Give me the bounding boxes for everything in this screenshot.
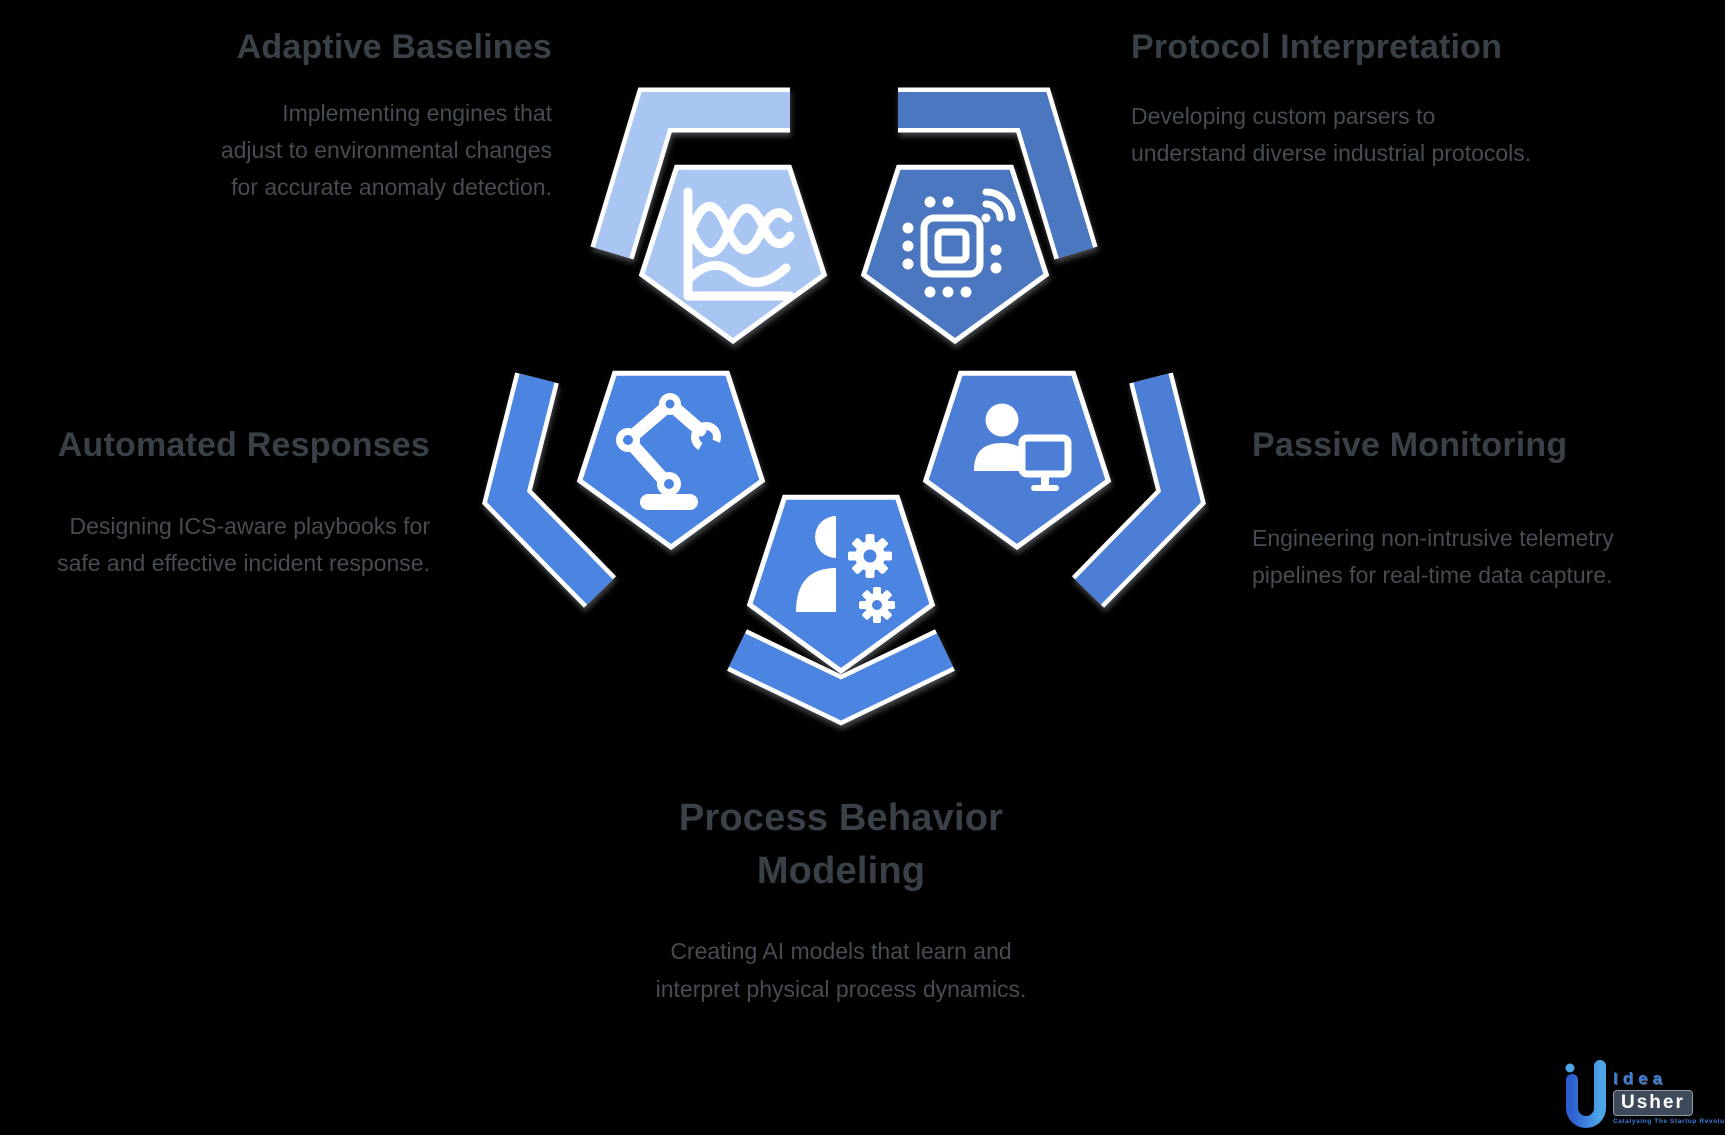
feature-automated-responses: Automated Responses Designing ICS-aware … [10, 424, 430, 582]
process-behavior-modeling-title: Process Behavior Modeling [678, 797, 1004, 892]
feature-process-behavior-modeling: Process Behavior Modeling Creating AI mo… [591, 792, 1091, 1008]
feature-adaptive-baselines: Adaptive Baselines Implementing engines … [120, 26, 552, 206]
band-middle-left [487, 373, 613, 605]
pentagon-adaptive-baselines [638, 164, 828, 345]
pentagon-ring-bands [482, 87, 1206, 726]
protocol-interpretation-description: Developing custom parsers to understand … [1131, 103, 1532, 166]
logo-u-icon [1565, 1060, 1606, 1128]
pentagon-shape [576, 370, 766, 551]
process-behavior-modeling-description: Creating AI models that learn and interp… [655, 938, 1027, 1002]
passive-monitoring-description: Engineering non-intrusive telemetry pipe… [1252, 525, 1614, 588]
pentagon-shape [746, 494, 936, 675]
logo-tagline: Catalysing The Startup Revolution [1613, 1118, 1725, 1125]
adaptive-baselines-description: Implementing engines that adjust to envi… [220, 100, 552, 200]
pentagon-process-behavior-modeling [746, 494, 936, 675]
line-chart-icon [683, 187, 795, 301]
automated-responses-title: Automated Responses [57, 426, 430, 464]
band-bottom-chevron [728, 633, 954, 721]
automated-responses-description: Designing ICS-aware playbooks for safe a… [57, 513, 430, 576]
pentagon-protocol-interpretation [860, 164, 1050, 345]
protocol-interpretation-title: Protocol Interpretation [1131, 28, 1503, 66]
band-top-right [898, 92, 1094, 259]
feature-passive-monitoring: Passive Monitoring Engineering non-intru… [1252, 424, 1672, 594]
logo-text: Idea Usher Catalysing The Startup Revolu… [1613, 1060, 1725, 1125]
wifi-signal-icon [981, 188, 1016, 223]
pentagon-automated-responses [576, 370, 766, 551]
logo-word-idea: Idea [1613, 1069, 1668, 1088]
feature-protocol-interpretation: Protocol Interpretation Developing custo… [1131, 26, 1571, 172]
operator-monitor-icon [974, 403, 1072, 491]
idea-usher-logo[interactable]: Idea Usher Catalysing The Startup Revolu… [1563, 1060, 1725, 1135]
band-top-left [594, 92, 790, 259]
passive-monitoring-title: Passive Monitoring [1252, 426, 1568, 464]
iot-chip-icon [902, 188, 1016, 298]
pentagon-passive-monitoring [922, 370, 1112, 551]
adaptive-baselines-title: Adaptive Baselines [236, 28, 552, 66]
pentagon-shape [638, 164, 828, 345]
pentagon-shape [860, 164, 1050, 345]
gear-icon [848, 534, 892, 578]
band-middle-right [1075, 373, 1201, 605]
robot-arm-icon [616, 393, 721, 510]
gear-icon [859, 587, 895, 623]
logo-word-usher: Usher [1613, 1090, 1693, 1116]
person-gears-icon [796, 516, 895, 623]
